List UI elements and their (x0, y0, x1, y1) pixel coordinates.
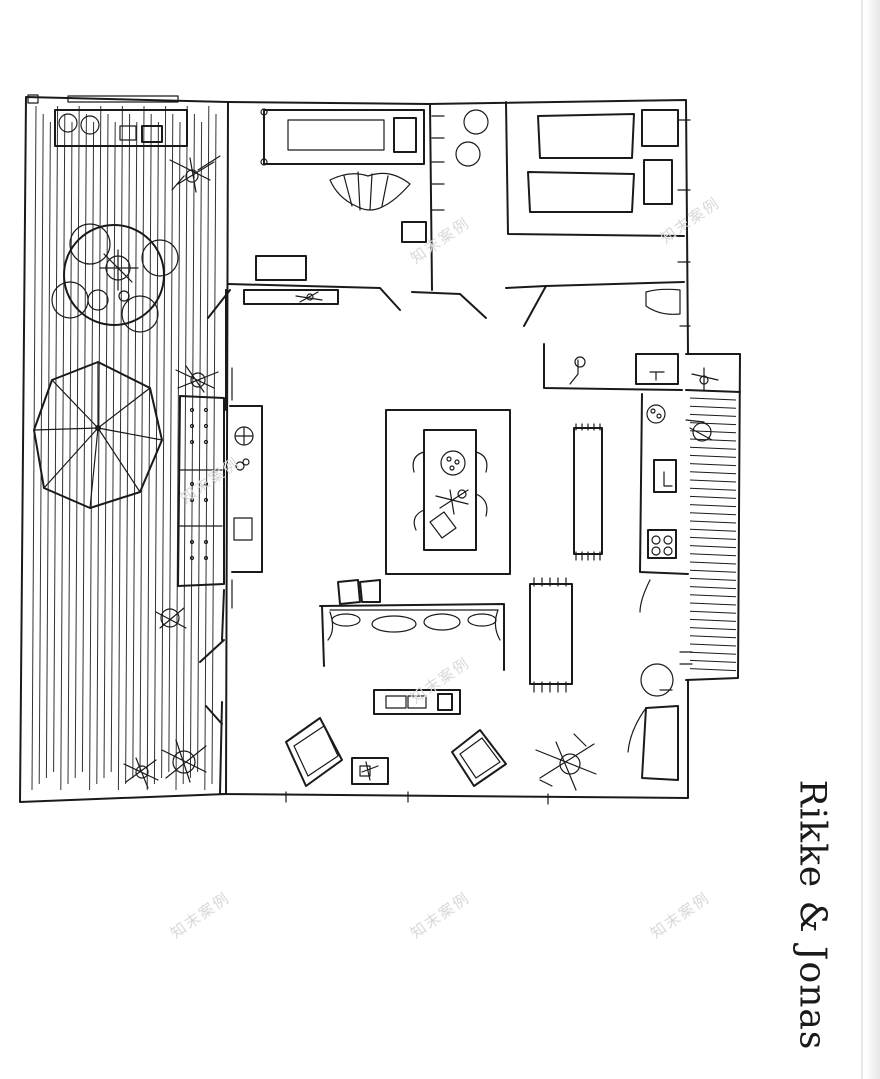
stair-tread (690, 619, 736, 621)
outdoor-bench-top (55, 96, 187, 146)
stair-tread (690, 488, 736, 490)
deck-board (190, 114, 194, 778)
deck-board (183, 106, 187, 784)
plant-icon (176, 366, 218, 392)
stair-tread (690, 505, 736, 507)
stair-tread (690, 595, 736, 597)
stair-tread (690, 660, 736, 662)
plant-icon (156, 608, 186, 628)
staircase (686, 354, 740, 680)
plant-icon (124, 740, 206, 788)
stair-tread (690, 406, 736, 408)
stair-tread (690, 455, 736, 457)
armchair-right (452, 730, 506, 786)
stair-tread (690, 431, 736, 433)
deck-board (126, 114, 130, 784)
stair-tread (690, 603, 736, 605)
stair-tread (690, 628, 736, 630)
stair-tread (690, 496, 736, 498)
armchair-left (286, 718, 342, 786)
deck-board (176, 122, 180, 790)
signature: Rikke & Jonas (791, 779, 833, 1051)
stair-tread (690, 669, 736, 671)
kitchen-counter (628, 394, 692, 780)
parasol (34, 362, 162, 508)
stair-tread (690, 537, 736, 539)
deck-board (111, 122, 115, 772)
deck-board (61, 114, 65, 790)
deck-board (104, 114, 108, 778)
stair-tread (690, 423, 736, 425)
exterior-walls (200, 100, 690, 804)
stair-tread (690, 554, 736, 556)
left-built-in (178, 368, 262, 608)
stair-tread (690, 447, 736, 449)
deck-board (133, 122, 137, 778)
paper-edge (866, 0, 880, 1079)
bedroom-right (412, 102, 684, 326)
dining-table (386, 410, 510, 574)
stair-tread (690, 611, 736, 613)
stair-tread (690, 472, 736, 474)
deck-board (97, 106, 101, 784)
deck-board (140, 106, 144, 772)
stair-tread (690, 521, 736, 523)
deck-board (75, 106, 79, 778)
rug-runner-center (530, 578, 572, 692)
stair-tread (690, 398, 736, 400)
round-outdoor-table (52, 224, 178, 332)
stair-tread (690, 464, 736, 466)
deck-board (32, 106, 36, 790)
deck-board (46, 122, 50, 778)
stair-tread (690, 529, 736, 531)
stair-tread (690, 587, 736, 589)
deck-board (39, 114, 43, 784)
stair-tread (690, 578, 736, 580)
bathroom (544, 344, 682, 390)
deck-board (147, 114, 151, 790)
deck-board (212, 114, 216, 784)
deck-board (54, 106, 58, 772)
plant-icon (170, 156, 220, 192)
plant-icon (536, 734, 596, 790)
deck-board (162, 106, 166, 778)
side-table (352, 758, 388, 784)
sofa (320, 580, 504, 670)
stair-tread (690, 513, 736, 515)
coffee-table (374, 690, 460, 714)
deck-board (68, 122, 72, 784)
deck-board (198, 122, 202, 772)
rug-runner-right (574, 424, 602, 560)
deck-board (169, 114, 173, 772)
stair-tread (690, 414, 736, 416)
stair-tread (690, 546, 736, 548)
deck-board (118, 106, 122, 790)
stair-tread (690, 644, 736, 646)
terrace-deck (20, 95, 228, 802)
stair-tread (690, 570, 736, 572)
stair-tread (690, 652, 736, 654)
deck-board (90, 122, 94, 790)
stair-tread (690, 562, 736, 564)
deck-board (205, 106, 209, 790)
stair-tread (690, 636, 736, 638)
stair-tread (690, 480, 736, 482)
bedroom-left (228, 104, 488, 310)
